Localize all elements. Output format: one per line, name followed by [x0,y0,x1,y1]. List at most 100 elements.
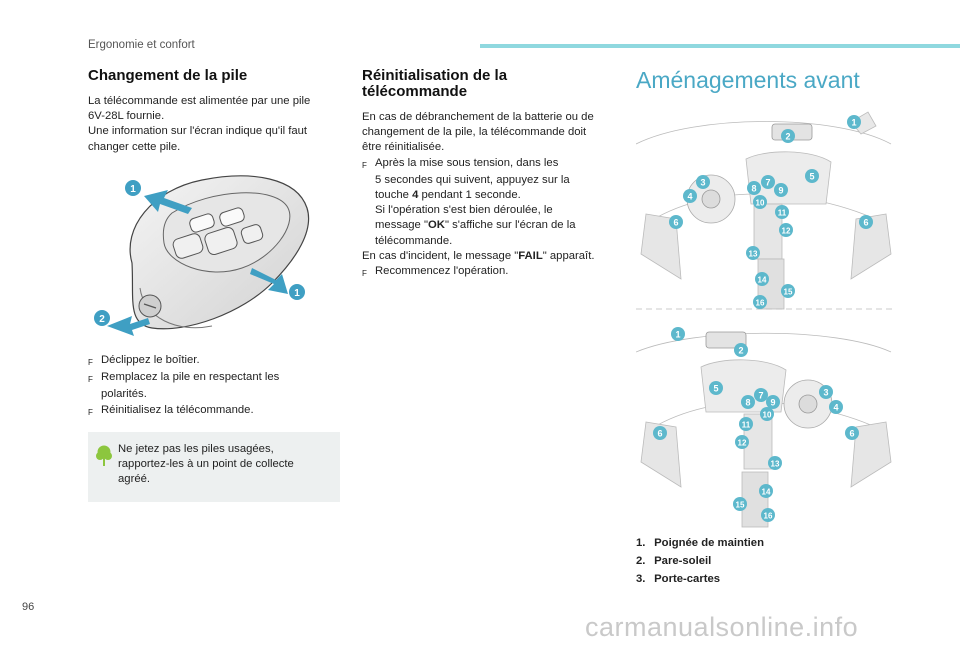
front-fittings-title: Aménagements avant [636,67,860,93]
callout-number: 6 [657,429,662,439]
callout-number: 4 [687,192,692,202]
reset-line: En cas d'incident, le message "FAIL" app… [362,249,595,262]
reset-line: être réinitialisée. [362,141,445,154]
remote-button [189,213,215,233]
reset-line: message "OK" s'affiche sur l'écran de la [375,219,576,232]
callout-marker [683,189,697,203]
header-accent-bar [480,44,960,48]
callout-marker [735,435,749,449]
step-text: Après la mise sous tension, dans les [375,156,559,169]
arrow-icon [144,190,192,214]
callout-marker [739,417,753,431]
callout-number: 16 [756,299,765,308]
callout-number: 14 [762,488,771,497]
callout-number: 7 [758,391,763,401]
battery-title: Changement de la pile [88,67,248,84]
callout-number: 8 [751,184,756,194]
callout-marker [768,456,782,470]
remote-button [240,224,264,244]
callout-number: 1 [675,330,680,340]
reset-line: Si l'opération s'est bien déroulée, le [375,204,553,217]
legend-item: 1. Poignée de maintien [636,537,764,549]
watermark: carmanualsonline.info [585,612,859,642]
callout-number: 5 [809,172,814,182]
callout-number: 15 [784,288,793,297]
callout-number: 10 [756,199,765,208]
callout-marker [289,284,305,300]
legend-item: 3. Porte-cartes [636,573,721,585]
reset-line: En cas de débranchement de la batterie o… [362,111,594,123]
callout-marker [759,484,773,498]
callout-marker [781,284,795,298]
step-text: Déclippez le boîtier. [101,354,200,366]
callout-number: 4 [833,403,838,413]
battery-line: 6V-28L fournie. [88,110,165,123]
callout-marker [747,181,761,195]
legend-list: 1. Poignée de maintien 2. Pare-soleil 3.… [636,534,764,588]
callout-marker [753,195,767,209]
callout-number: 2 [738,346,743,356]
remote-button [219,207,245,227]
callout-number: 9 [778,186,783,196]
callout-number: 1 [130,184,136,195]
callout-number: 9 [770,398,775,408]
note-line: agréé. [118,473,151,486]
callout-number: 1 [851,118,856,128]
callout-marker [760,407,774,421]
callout-marker [746,246,760,260]
header-section-label: Ergonomie et confort [88,39,195,51]
callout-marker [669,215,683,229]
front-fittings-section: Aménagements avant [636,66,896,94]
checkbox-bullet-icon: F [362,160,367,170]
callout-number: 6 [849,429,854,439]
callout-number: 6 [673,218,678,228]
note-line: Ne jetez pas les piles usagées, [118,443,274,455]
callout-number: 6 [863,218,868,228]
remote-shell-edge [139,287,213,329]
callout-number: 16 [764,512,773,521]
callout-marker [774,183,788,197]
callout-number: 12 [782,227,791,236]
reset-line: 5 secondes qui suivent, appuyez sur la [375,173,570,186]
callout-marker [671,327,685,341]
battery-line: Une information sur l'écran indique qu'i… [88,125,308,138]
battery-line: changer cette pile. [88,140,181,153]
callout-marker [696,175,710,189]
remote-key-illustration: 1 1 2 [94,175,310,336]
callout-number: 3 [823,388,828,398]
checkbox-bullet-icon: F [88,358,93,367]
battery-intro: La télécommande est alimentée par une pi… [88,94,340,155]
battery-line: La télécommande est alimentée par une pi… [88,95,311,107]
remote-button [172,233,204,259]
callout-number: 3 [700,178,705,188]
note-line: rapportez-les à un point de collecte [118,458,294,471]
callout-marker [859,215,873,229]
callout-marker [779,223,793,237]
step-text-cont: polarités. [101,388,147,401]
step-item: F Déclippez le boîtier. [88,353,340,370]
callout-marker [845,426,859,440]
callout-marker [761,175,775,189]
remote-button [204,226,238,256]
battery-section: Changement de la pile La télécommande es… [88,68,340,155]
callout-marker [94,310,110,326]
tree-icon [96,445,112,466]
checkbox-bullet-icon: F [362,269,367,279]
callout-number: 2 [785,132,790,142]
callout-marker [781,129,795,143]
callout-marker [847,115,861,129]
callout-marker [734,343,748,357]
callout-marker [754,388,768,402]
callout-marker [819,385,833,399]
cover-slot [143,303,157,309]
callout-marker [805,169,819,183]
reset-line: touche 4 pendant 1 seconde. [375,189,521,202]
callout-number: 1 [294,288,300,299]
callout-number: 13 [771,460,780,469]
